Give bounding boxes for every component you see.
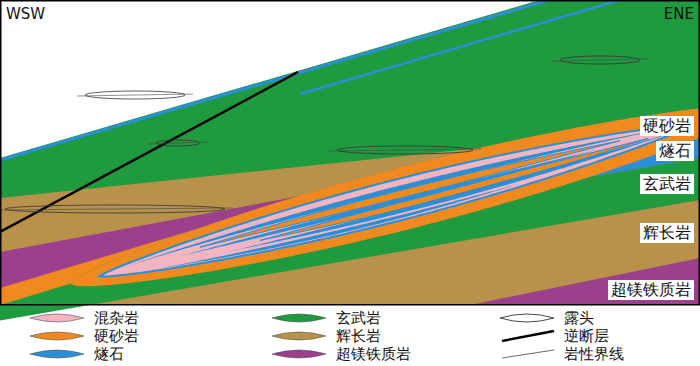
lithologic-boundary xyxy=(77,94,193,96)
legend-swatch xyxy=(28,311,88,325)
legend-text: 辉长岩 xyxy=(336,327,381,345)
legend-swatch xyxy=(270,329,330,343)
legend-item: 燧石 xyxy=(28,345,198,363)
legend-item: 玄武岩 xyxy=(270,309,440,327)
legend-text: 露头 xyxy=(564,309,594,327)
melange-lens xyxy=(230,130,678,251)
legend-item: 岩性界线 xyxy=(498,345,668,363)
legend-swatch xyxy=(28,347,88,361)
greywacke-layer xyxy=(0,0,700,305)
legend-item: 辉长岩 xyxy=(270,327,440,345)
direction-label: ENE xyxy=(664,4,694,24)
legend-swatch xyxy=(270,347,330,361)
layer-label: 辉长岩 xyxy=(640,223,694,243)
greywacke-wrapper xyxy=(70,108,700,286)
ultramafic-layer xyxy=(0,0,700,288)
legend-item: 混杂岩 xyxy=(28,309,198,327)
layer-label: 硬砂岩 xyxy=(640,116,694,136)
legend-text: 岩性界线 xyxy=(564,345,624,363)
legend-item: 露头 xyxy=(498,309,668,327)
legend-text: 玄武岩 xyxy=(336,309,381,327)
melange-lens xyxy=(160,183,520,268)
direction-label: WSW xyxy=(6,4,45,24)
melange-lens xyxy=(260,138,648,240)
lithologic-boundary xyxy=(148,142,208,144)
legend-text: 硬砂岩 xyxy=(94,327,139,345)
boundary-sample xyxy=(498,347,558,361)
upper-plate xyxy=(0,0,700,305)
layer-label: 超镁铁质岩 xyxy=(608,280,694,300)
melange-lens xyxy=(130,130,658,265)
lithologic-boundary xyxy=(0,208,233,210)
thrust-fault xyxy=(0,72,298,232)
chert-line xyxy=(0,0,549,160)
melange-lens xyxy=(200,141,620,247)
legend-text: 燧石 xyxy=(94,345,124,363)
legend-text: 混杂岩 xyxy=(94,309,139,327)
legend-swatch xyxy=(270,311,330,325)
lithologic-boundary xyxy=(329,149,481,151)
frame xyxy=(1,1,700,305)
legend-item: 硬砂岩 xyxy=(28,327,198,345)
melange-lens xyxy=(180,149,600,256)
lithologic-boundary xyxy=(552,59,648,61)
legend-text: 逆断层 xyxy=(564,327,609,345)
sky xyxy=(0,0,540,158)
legend-item: 超镁铁质岩 xyxy=(270,345,440,363)
layer-label: 玄武岩 xyxy=(640,174,694,194)
outcrop-sample xyxy=(498,311,558,325)
ultramafic-layer xyxy=(470,258,700,305)
fault-sample xyxy=(498,329,558,343)
layer-label: 燧石 xyxy=(656,141,694,161)
melange-body xyxy=(100,125,690,276)
chert-line xyxy=(300,0,620,94)
legend-item: 逆断层 xyxy=(498,327,668,345)
legend-text: 超镁铁质岩 xyxy=(336,345,411,363)
legend-swatch xyxy=(28,329,88,343)
